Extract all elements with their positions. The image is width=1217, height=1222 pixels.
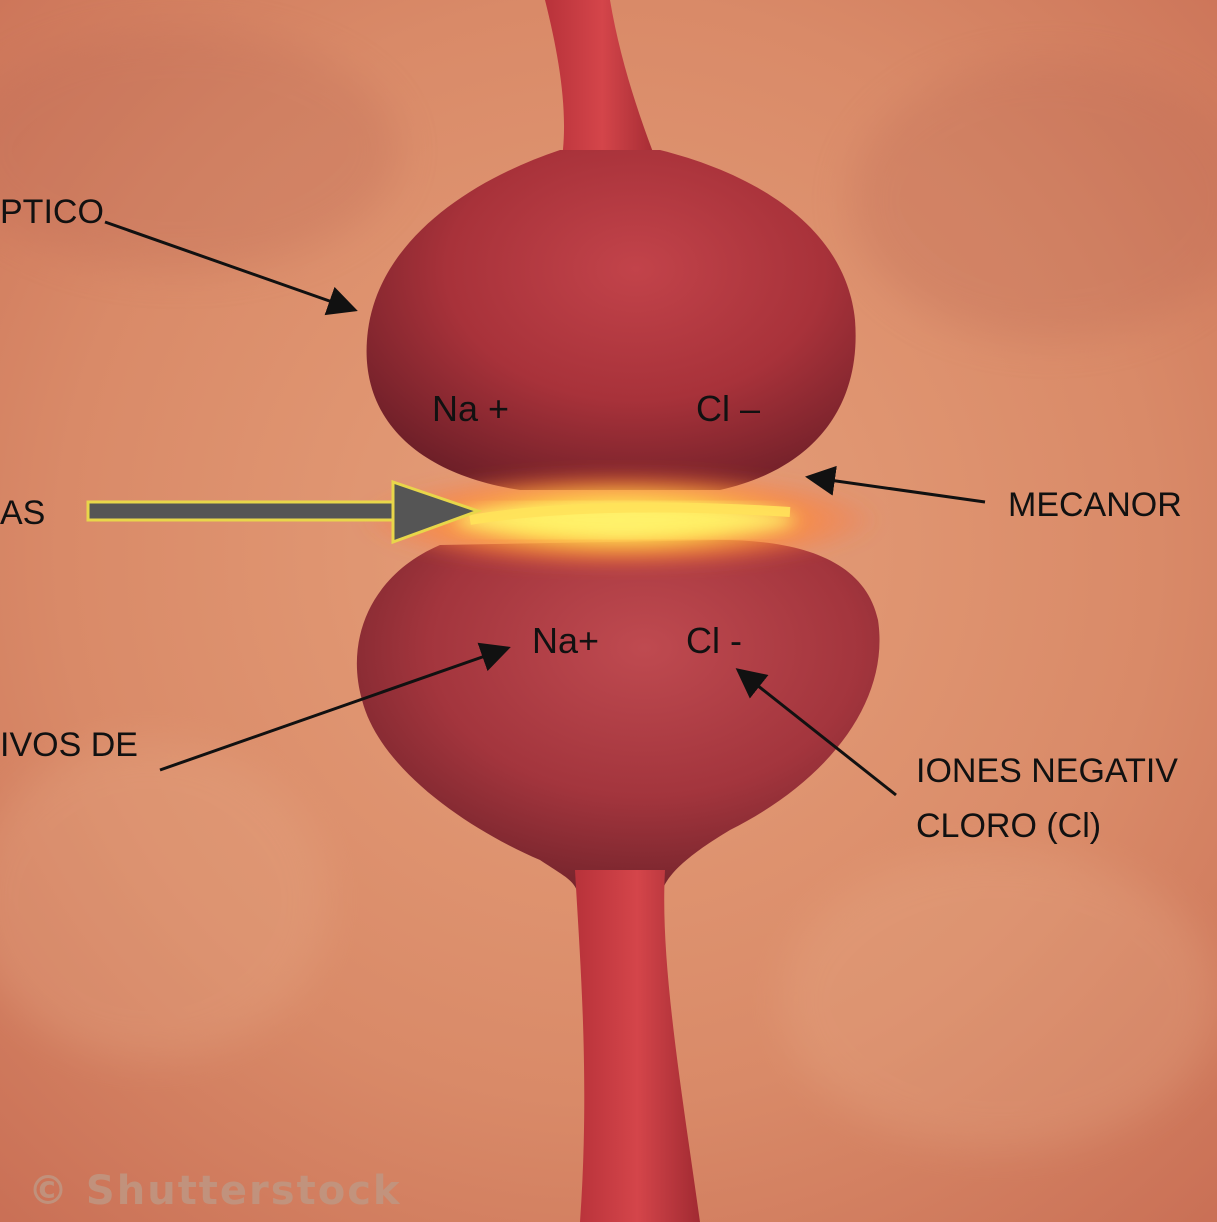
label-lower-left: IVOS DE [0, 726, 138, 765]
ion-lower-chloride: Cl - [686, 620, 742, 662]
label-lower-right-line1: IONES NEGATIV [916, 752, 1178, 791]
label-top-left: PTICO [0, 193, 104, 232]
label-mid-left: AS [0, 494, 45, 533]
ion-upper-sodium: Na + [432, 388, 509, 430]
ion-lower-sodium: Na+ [532, 620, 599, 662]
ion-upper-chloride: Cl – [696, 388, 760, 430]
label-mid-right: MECANOR [1008, 486, 1182, 525]
watermark: © Shutterstock [28, 1168, 402, 1214]
label-lower-right-line2: CLORO (Cl) [916, 807, 1101, 846]
